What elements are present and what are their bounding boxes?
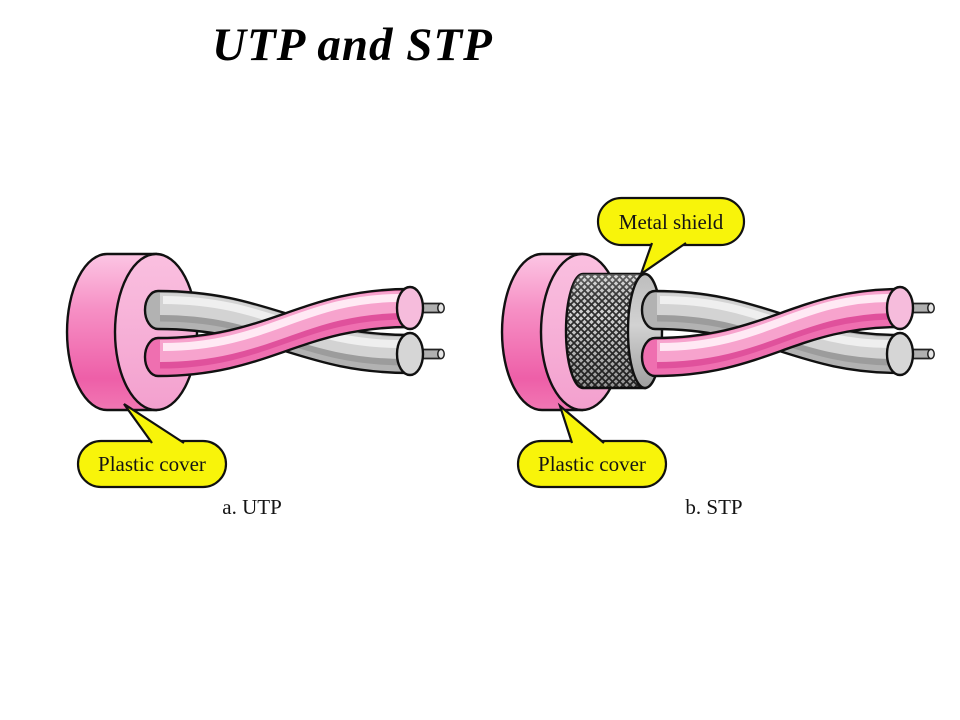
utp-plastic-cover-face: [113, 252, 199, 412]
stp-plastic-cover-label: Plastic cover: [538, 452, 646, 476]
stp-pink-wire: [640, 287, 902, 378]
utp-callout-tail: [123, 403, 185, 444]
stp-metal-shield: [564, 272, 664, 390]
utp-callout-plastic-cover: Plastic cover: [76, 403, 228, 489]
stp-pink-conductor-tip: [927, 302, 935, 314]
stp-pink-wire-end-cap: [885, 285, 915, 331]
slide-title: UTP and STP: [212, 19, 493, 71]
utp-plastic-cover-label: Plastic cover: [98, 452, 206, 476]
stp-gray-wire-end-cap: [885, 331, 915, 377]
stp-callout-plastic-cover: Plastic cover: [516, 402, 668, 489]
utp-pink-wire: [143, 287, 412, 378]
stp-callout-tail: [557, 402, 605, 444]
stp-caption: b. STP: [685, 495, 742, 519]
stp-gray-conductor-tip: [927, 348, 935, 360]
utp-pink-wire-end-cap: [395, 285, 425, 331]
stp-metal-shield-shading: [566, 274, 645, 388]
utp-diagram: Plastic cover a. UTP: [65, 252, 445, 519]
utp-gray-conductor-tip: [437, 348, 445, 360]
utp-wire-ends: [395, 285, 445, 377]
utp-gray-wire-end-cap: [395, 331, 425, 377]
stp-wire-ends: [885, 285, 935, 377]
stp-callout-metal-shield: Metal shield: [596, 196, 746, 277]
stp-metal-shield-label: Metal shield: [619, 210, 724, 234]
utp-pink-conductor-tip: [437, 302, 445, 314]
utp-caption: a. UTP: [222, 495, 282, 519]
stp-metal-callout-tail: [638, 242, 687, 277]
stp-diagram: Metal shield Plastic cover b. STP: [500, 196, 935, 519]
